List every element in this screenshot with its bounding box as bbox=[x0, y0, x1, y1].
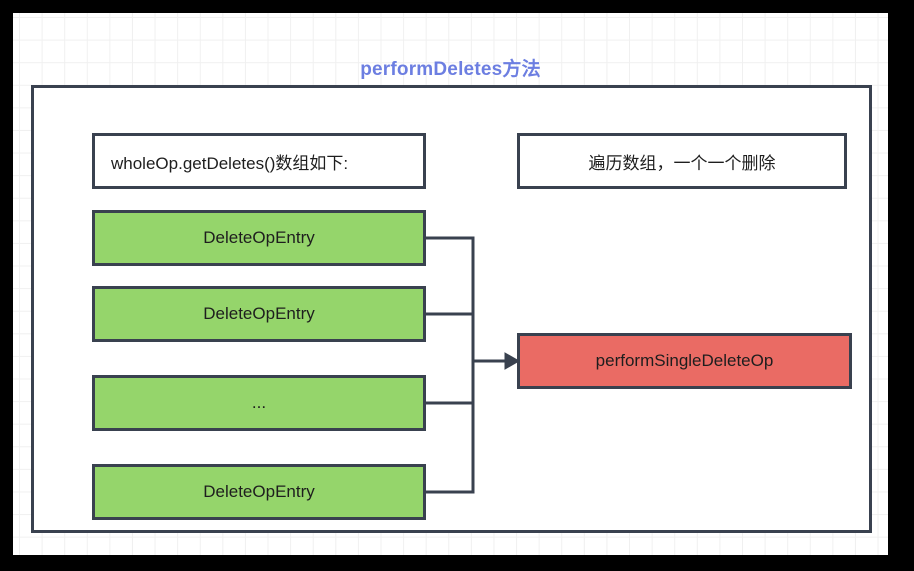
deletes-array-label: wholeOp.getDeletes()数组如下: bbox=[111, 153, 349, 173]
delete-op-entry-node-ellipsis[interactable]: ... bbox=[92, 375, 426, 431]
deletes-array-label-box: wholeOp.getDeletes()数组如下: bbox=[92, 133, 426, 189]
delete-op-entry-node-4[interactable]: DeleteOpEntry bbox=[92, 464, 426, 520]
delete-op-entry-node-1[interactable]: DeleteOpEntry bbox=[92, 210, 426, 266]
diagram-canvas: performDeletes方法 wholeOp.getDeletes()数 bbox=[13, 13, 888, 555]
perform-single-delete-op-label: performSingleDeleteOp bbox=[595, 351, 774, 370]
iterate-array-label-box: 遍历数组，一个一个删除 bbox=[517, 133, 847, 189]
delete-op-entry-label-4: DeleteOpEntry bbox=[203, 482, 315, 501]
delete-op-entry-node-2[interactable]: DeleteOpEntry bbox=[92, 286, 426, 342]
delete-op-entry-label-2: DeleteOpEntry bbox=[203, 304, 315, 323]
iterate-array-label: 遍历数组，一个一个删除 bbox=[588, 153, 776, 173]
delete-op-entry-label-1: DeleteOpEntry bbox=[203, 228, 315, 247]
page-title: performDeletes方法 bbox=[360, 59, 541, 80]
delete-op-entry-label-ellipsis: ... bbox=[251, 393, 267, 412]
perform-single-delete-op-node[interactable]: performSingleDeleteOp bbox=[517, 333, 852, 389]
